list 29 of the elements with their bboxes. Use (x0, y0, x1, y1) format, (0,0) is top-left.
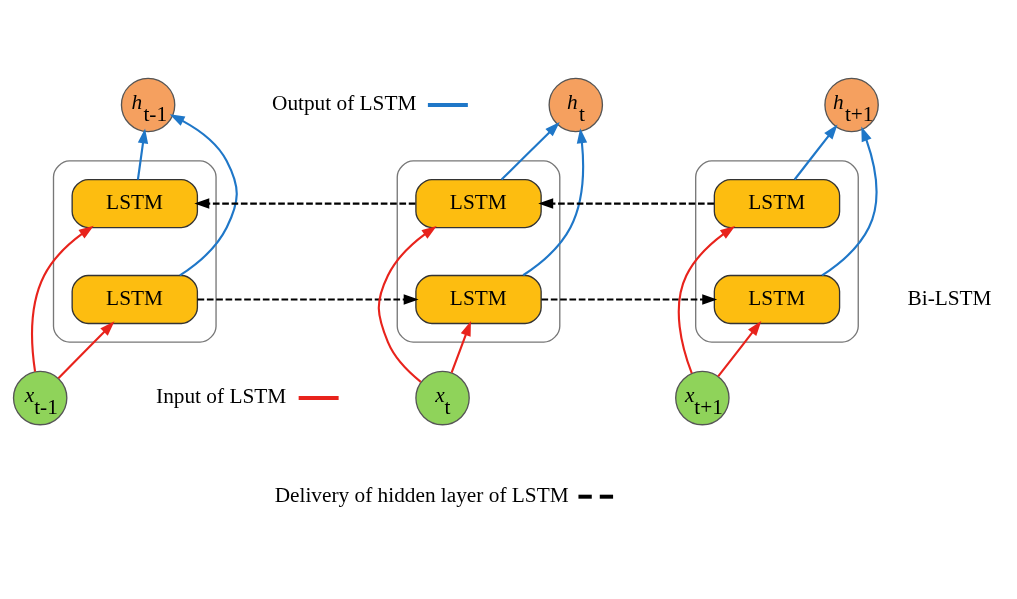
node-box: LSTM (71, 274, 199, 325)
cluster (396, 160, 561, 343)
arrow (197, 294, 419, 305)
arrow (821, 126, 878, 277)
node-box: LSTM (713, 274, 841, 325)
arrow (57, 321, 115, 379)
arrow (522, 128, 588, 277)
node-box: LSTM (415, 178, 542, 229)
node-box: LSTM (415, 274, 542, 325)
arrow (169, 114, 238, 277)
cluster (695, 160, 859, 343)
arrow (541, 294, 718, 305)
legend-label: Output of LSTM (272, 91, 417, 116)
arrow (377, 225, 437, 383)
arrow (793, 124, 838, 181)
arrow (500, 122, 560, 181)
cluster (52, 160, 217, 343)
node-box: LSTM (713, 178, 841, 229)
arrow (194, 198, 416, 209)
arrow (538, 198, 714, 209)
legend-label: Input of LSTM (156, 384, 287, 409)
node-box: LSTM (71, 178, 199, 229)
label: Bi-LSTM (907, 285, 992, 310)
legend-label: Delivery of hidden layer of LSTM (274, 482, 569, 507)
arrow (450, 321, 471, 373)
arrow (136, 128, 149, 180)
arrow (717, 320, 762, 378)
arrow (31, 225, 94, 372)
arrow (677, 225, 736, 374)
